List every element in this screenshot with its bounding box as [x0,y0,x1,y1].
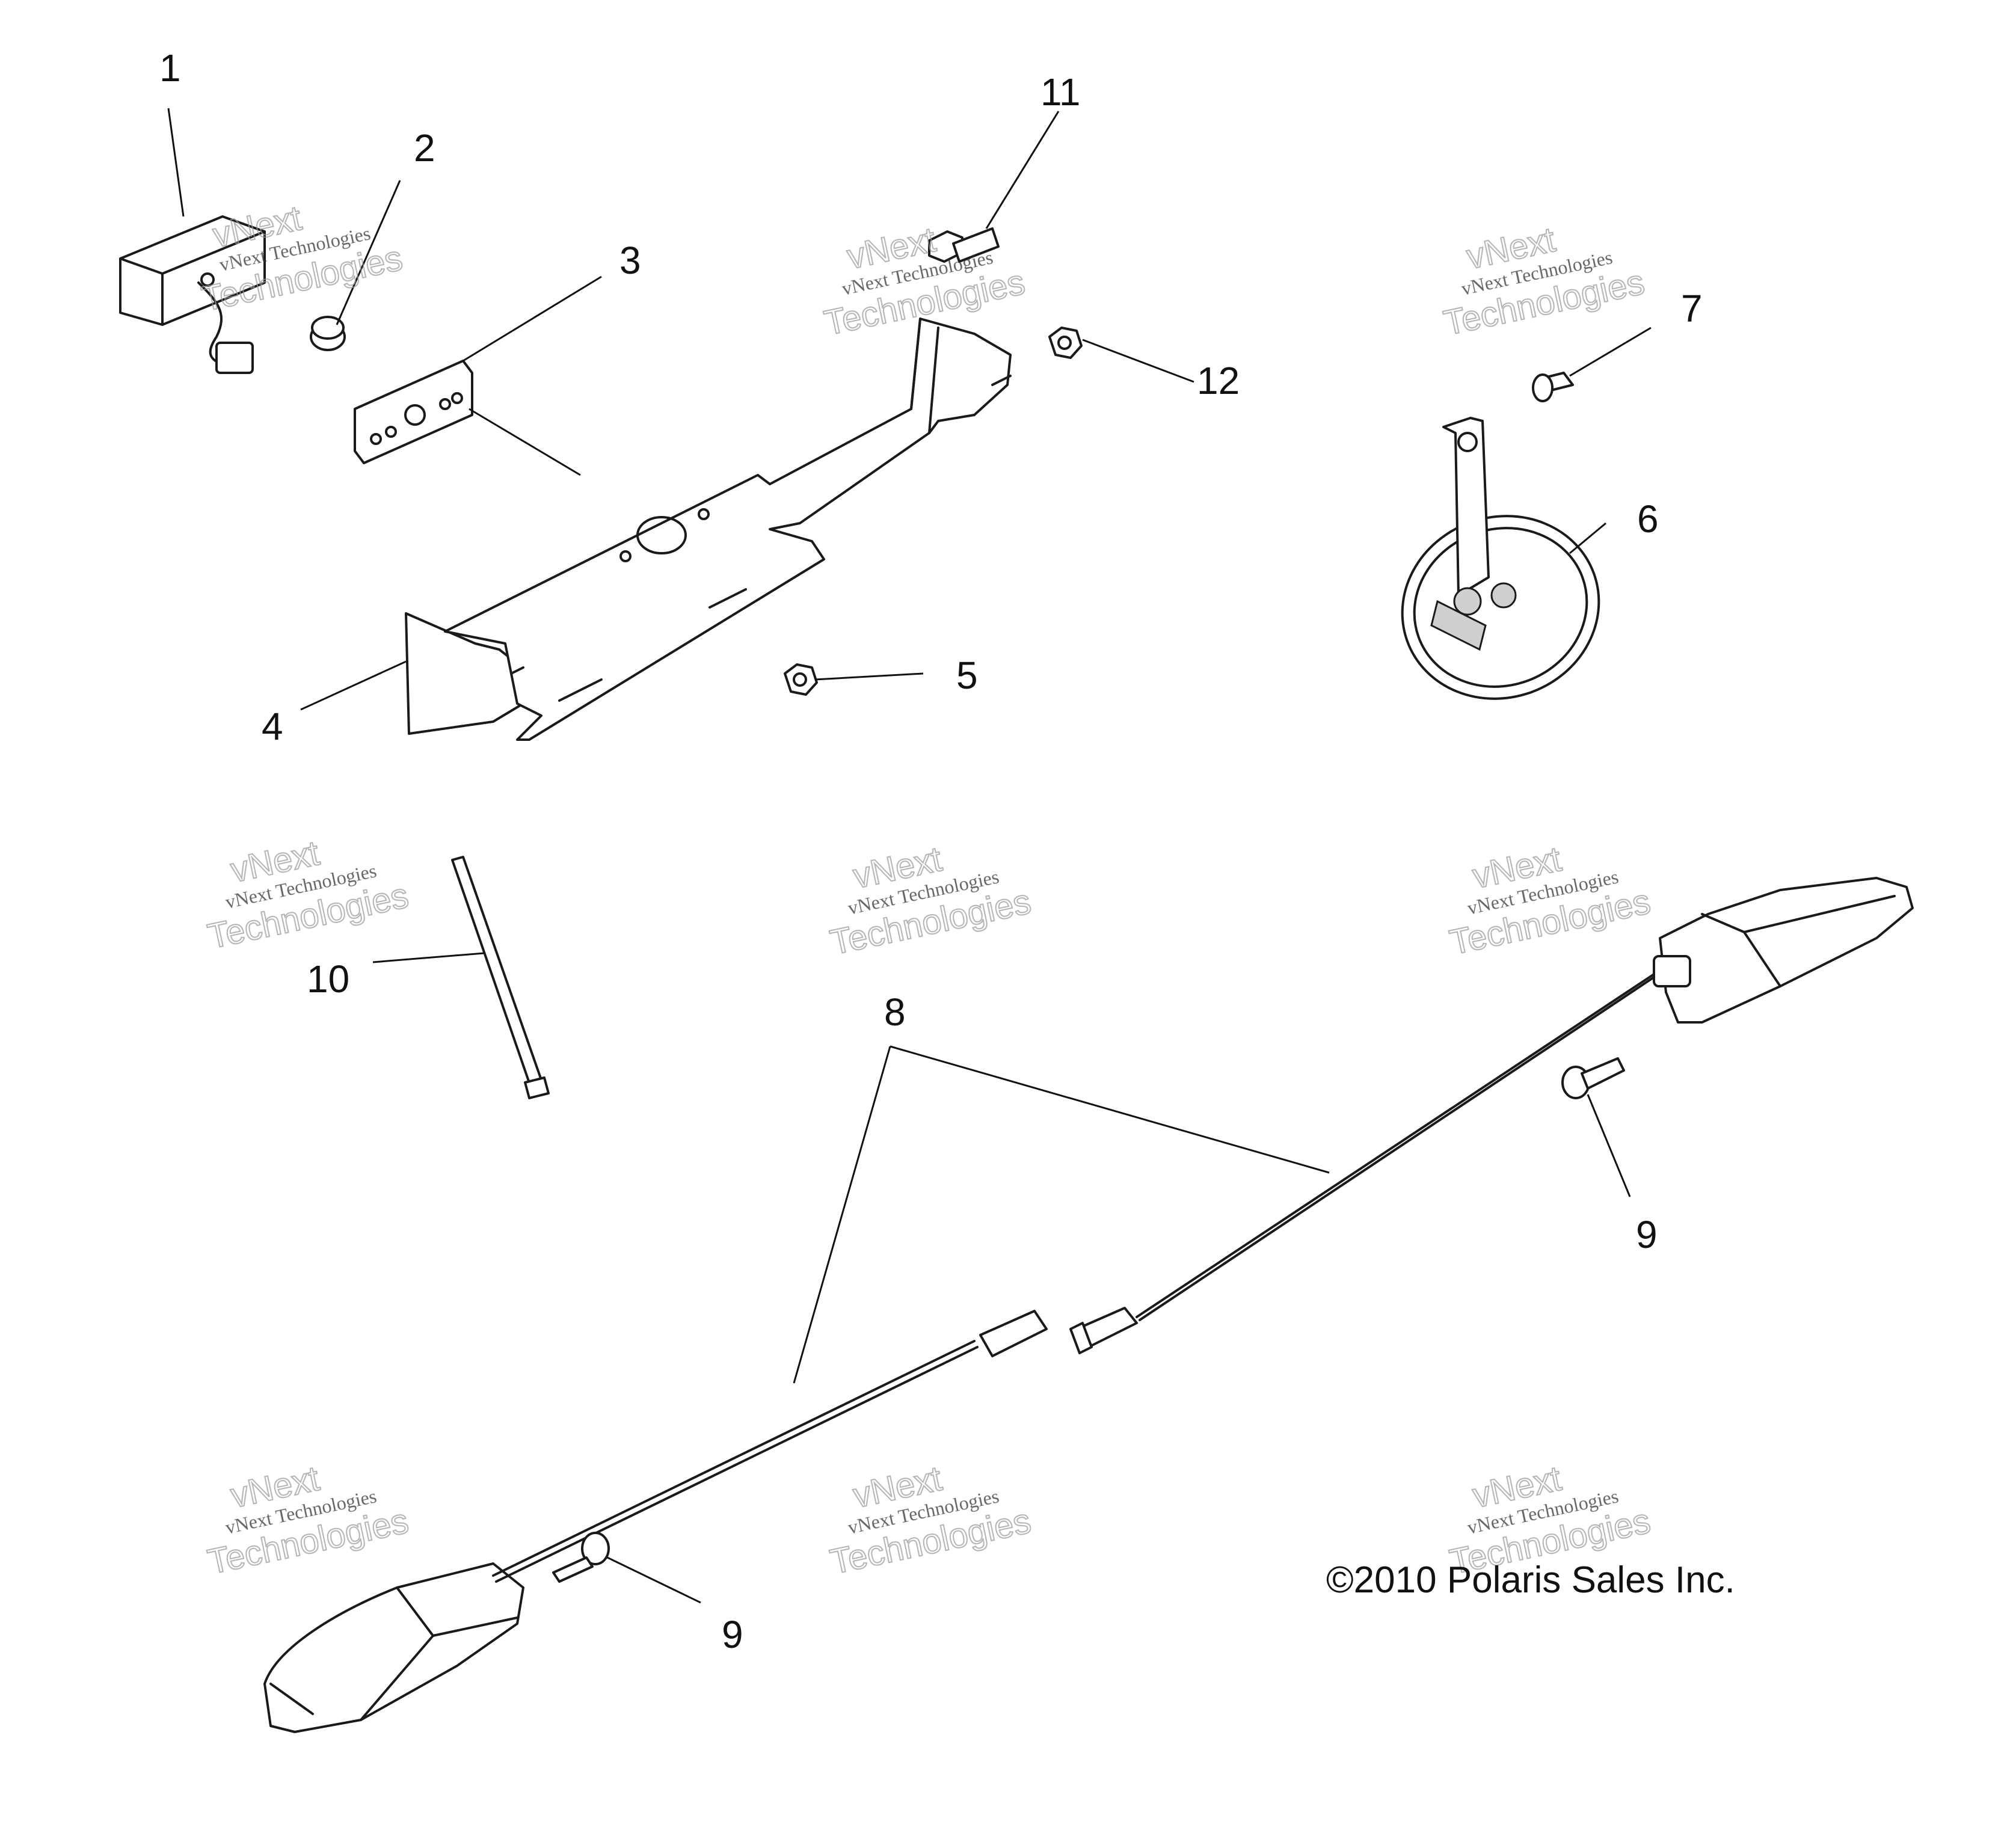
part-10-cable-tie [451,856,550,1099]
watermark-1: vNext vNext Technologies Technologies [198,198,407,320]
callout-2: 2 [414,126,435,170]
part-2-spacer [310,316,346,351]
copyright-notice: ©2010 Polaris Sales Inc. [1326,1559,1735,1601]
watermark-4: vNext vNext Technologies Technologies [204,833,413,957]
callout-9-right: 9 [1636,1213,1658,1256]
callout-1: 1 [159,46,181,90]
callout-12: 12 [1197,359,1240,402]
callout-11: 11 [1040,70,1080,114]
callout-9-left: 9 [722,1613,743,1656]
part-1-tail-light [119,215,266,374]
part-4-bracket [405,318,1012,741]
part-11-bolt [928,227,1000,263]
part-9-screw-left [552,1532,610,1583]
part-8-turn-signal-right [1069,877,1914,1354]
callout-4: 4 [262,705,283,748]
part-6-horn [1401,417,1600,700]
leader-lines [167,108,1652,1604]
part-12-nut [1048,327,1083,359]
callout-8: 8 [884,990,906,1034]
part-5-nut [784,663,818,696]
callout-3: 3 [619,239,641,282]
part-9-screw-right [1561,1057,1625,1099]
part-3-plate [354,360,473,464]
part-7-screw [1532,372,1574,402]
callout-7: 7 [1681,287,1703,330]
callout-labels: 1 2 3 4 5 6 7 8 9 9 10 11 12 [159,46,1703,1656]
watermark-7: vNext vNext Technologies Technologies [204,1458,413,1583]
watermark-2: vNext vNext Technologies Technologies [820,219,1029,344]
watermark-8: vNext vNext Technologies Technologies [826,1458,1035,1583]
watermark-3: vNext vNext Technologies Technologies [1440,219,1649,344]
part-8-turn-signal-left [263,1310,1048,1733]
watermark-5: vNext vNext Technologies Technologies [826,839,1035,963]
callout-10: 10 [307,957,349,1001]
watermark-6: vNext vNext Technologies Technologies [1446,839,1655,963]
callout-6: 6 [1637,497,1659,541]
callout-5: 5 [956,654,978,697]
